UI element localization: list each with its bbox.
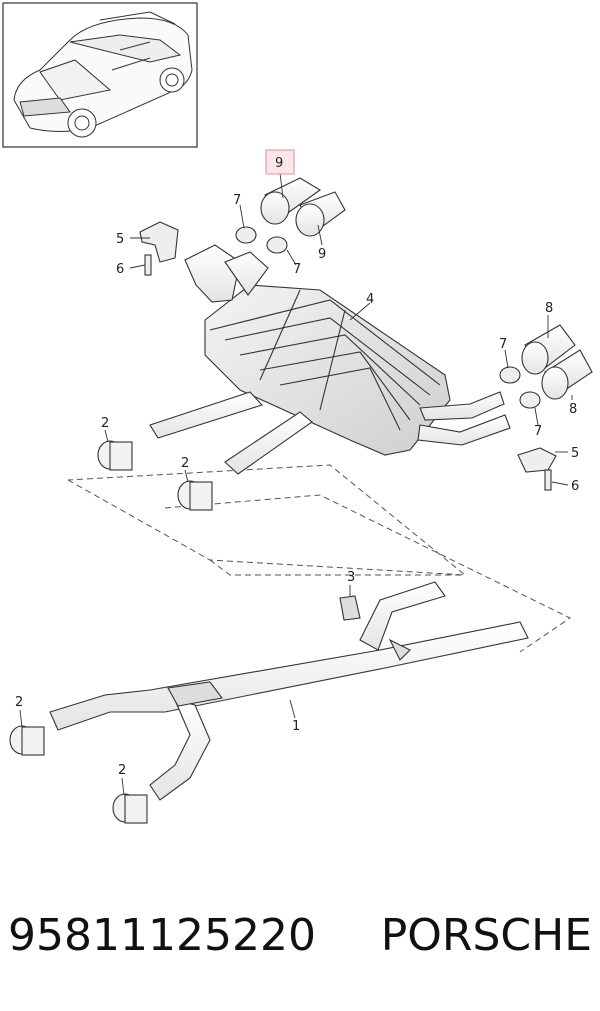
label-7c[interactable]: 7 [499,337,507,352]
part-number: 95811125220 [8,909,316,961]
pipe-clamps [9,440,213,824]
label-9[interactable]: 9 [318,247,326,262]
front-pipe [49,581,529,801]
label-7a[interactable]: 7 [233,193,241,208]
caption: 95811125220 PORSCHE [8,900,592,970]
brand-name: PORSCHE [380,909,592,961]
muffler-pipes [149,244,511,475]
leader-lines [19,172,573,796]
car-icon [13,11,193,138]
label-8b[interactable]: 8 [569,402,577,417]
label-7d[interactable]: 7 [534,424,542,439]
rear-muffler [204,284,451,456]
label-4[interactable]: 4 [366,292,374,307]
tailpipe-tips-upper [260,177,346,237]
label-5b[interactable]: 5 [571,446,579,461]
label-5a[interactable]: 5 [116,232,124,247]
label-2a[interactable]: 2 [101,416,109,431]
vehicle-thumbnail [2,2,198,148]
label-3[interactable]: 3 [347,570,355,585]
label-6a[interactable]: 6 [116,262,124,277]
label-1[interactable]: 1 [292,719,300,734]
clamps-brackets [139,221,557,491]
tailpipe-tips-right [521,324,593,400]
label-7b[interactable]: 7 [293,262,301,277]
part-labels: 9 9 7 7 5 6 4 8 8 7 7 5 6 2 2 3 1 2 2 [15,156,579,778]
label-2c[interactable]: 2 [15,695,23,710]
label-6b[interactable]: 6 [571,479,579,494]
label-8a[interactable]: 8 [545,301,553,316]
label-2d[interactable]: 2 [118,763,126,778]
highlight-box [265,149,295,175]
assembly-outline [67,464,571,653]
label-9-highlighted[interactable]: 9 [275,156,283,171]
label-2b[interactable]: 2 [181,456,189,471]
rubber-hanger [339,595,361,621]
